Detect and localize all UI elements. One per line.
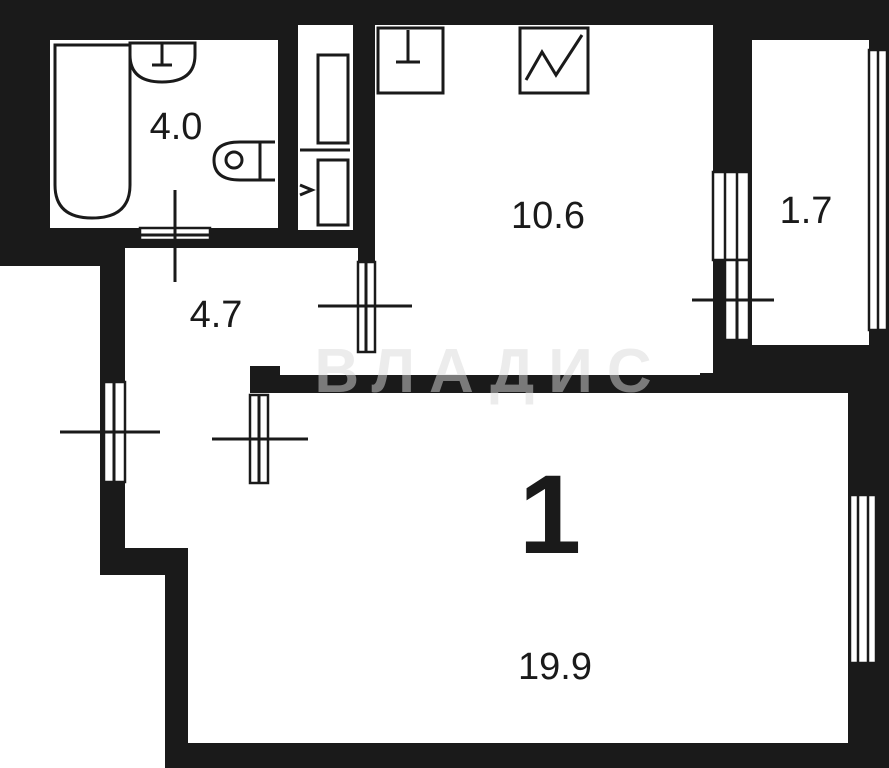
living-room-floor [188, 393, 848, 743]
window-kitchen-loggia [711, 170, 751, 262]
kitchen-floor [375, 25, 713, 373]
watermark-text: ВЛАДИС [314, 337, 665, 406]
bathroom-floor [50, 40, 278, 228]
door-markers [60, 190, 774, 483]
room-area-kitchen: 10.6 [511, 195, 585, 237]
living-room-notch [268, 393, 368, 403]
bathtub-icon [53, 43, 132, 220]
bathroom-fixtures [53, 41, 275, 220]
window-living-room [848, 493, 878, 665]
room-area-loggia: 1.7 [780, 190, 833, 232]
loggia-floor [752, 40, 869, 345]
room-count: 1 [519, 452, 581, 577]
wc-niche [298, 25, 353, 230]
room-area-bathroom: 4.0 [150, 106, 203, 148]
room-area-living-room: 19.9 [518, 646, 592, 688]
room-area-hallway: 4.7 [190, 294, 243, 336]
kitchen-sink-icon [376, 26, 445, 95]
toilet-icon [212, 140, 275, 182]
kitchen-fixtures [376, 26, 590, 95]
sink-icon [128, 41, 197, 84]
windows [711, 48, 889, 665]
floors [50, 25, 869, 743]
stove-icon [518, 26, 590, 95]
utility-fixtures [299, 53, 350, 227]
